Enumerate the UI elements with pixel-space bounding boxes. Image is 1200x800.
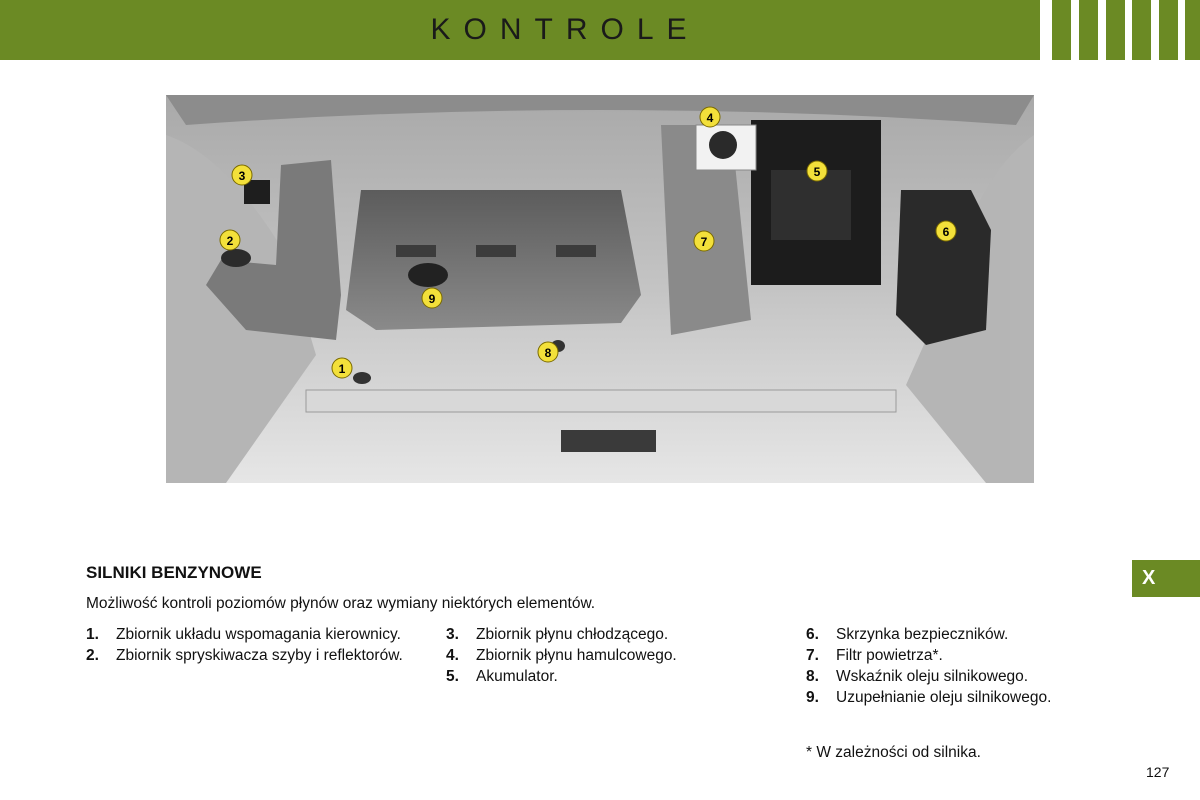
header-stripe	[1052, 0, 1071, 60]
marker-label: 5	[814, 165, 821, 179]
item-text: Filtr powietrza*.	[836, 647, 943, 664]
list-item: 3. Zbiornik płynu chłodzącego.	[446, 626, 766, 643]
item-number: 9.	[806, 689, 819, 706]
intro-text: Możliwość kontroli poziomów płynów oraz …	[86, 595, 596, 612]
photo-marker: 9	[421, 287, 443, 309]
header-stripe	[1132, 0, 1151, 60]
list-item: 2. Zbiornik spryskiwacza szyby i reflekt…	[86, 647, 406, 664]
item-text: Zbiornik układu wspomagania kierownicy.	[116, 626, 401, 643]
photo-marker: 8	[537, 341, 559, 363]
list-item: 1. Zbiornik układu wspomagania kierownic…	[86, 626, 406, 643]
item-text: Zbiornik spryskiwacza szyby i reflektoró…	[116, 647, 403, 664]
items-column-3: 6. Skrzynka bezpieczników. 7. Filtr powi…	[806, 626, 1126, 710]
section-tab: X	[1132, 560, 1200, 597]
page-number: 127	[1146, 764, 1170, 780]
header-stripe	[1159, 0, 1178, 60]
header-stripe	[1106, 0, 1125, 60]
photo-marker: 2	[219, 229, 241, 251]
item-text: Zbiornik płynu hamulcowego.	[476, 647, 677, 664]
header-stripe	[1185, 0, 1200, 60]
list-item: 5. Akumulator.	[446, 668, 766, 685]
photo-marker: 4	[699, 106, 721, 128]
photo-marker: 7	[693, 230, 715, 252]
item-text: Akumulator.	[476, 668, 558, 685]
footnote: * W zależności od silnika.	[806, 744, 981, 761]
photo-marker: 6	[935, 220, 957, 242]
item-text: Zbiornik płynu chłodzącego.	[476, 626, 669, 643]
item-number: 3.	[446, 626, 459, 643]
item-number: 8.	[806, 668, 819, 685]
header-band	[0, 0, 1040, 60]
page-title: KONTROLE	[430, 13, 700, 46]
marker-label: 2	[227, 234, 234, 248]
section-title: SILNIKI BENZYNOWE	[86, 563, 262, 582]
item-number: 5.	[446, 668, 459, 685]
items-column-2: 3. Zbiornik płynu chłodzącego. 4. Zbiorn…	[446, 626, 766, 689]
marker-label: 6	[943, 225, 950, 239]
engine-bay-photo: 1 2 3 4 5 6 7 8 9	[166, 95, 1034, 483]
list-item: 6. Skrzynka bezpieczników.	[806, 626, 1126, 643]
list-item: 9. Uzupełnianie oleju silnikowego.	[806, 689, 1126, 706]
item-number: 6.	[806, 626, 819, 643]
marker-label: 8	[545, 346, 552, 360]
item-number: 1.	[86, 626, 99, 643]
item-number: 7.	[806, 647, 819, 664]
list-item: 8. Wskaźnik oleju silnikowego.	[806, 668, 1126, 685]
photo-marker: 5	[806, 160, 828, 182]
marker-label: 4	[707, 111, 714, 125]
photo-marker: 3	[231, 164, 253, 186]
item-text: Wskaźnik oleju silnikowego.	[836, 668, 1029, 685]
marker-label: 7	[701, 235, 708, 249]
list-item: 7. Filtr powietrza*.	[806, 647, 1126, 664]
header-stripe	[1079, 0, 1098, 60]
item-number: 2.	[86, 647, 99, 664]
item-text: Skrzynka bezpieczników.	[836, 626, 1009, 643]
items-column-1: 1. Zbiornik układu wspomagania kierownic…	[86, 626, 406, 668]
marker-label: 3	[239, 169, 246, 183]
photo-marker: 1	[331, 357, 353, 379]
marker-label: 1	[339, 362, 346, 376]
item-number: 4.	[446, 647, 459, 664]
marker-label: 9	[429, 292, 436, 306]
list-item: 4. Zbiornik płynu hamulcowego.	[446, 647, 766, 664]
item-text: Uzupełnianie oleju silnikowego.	[836, 689, 1052, 706]
